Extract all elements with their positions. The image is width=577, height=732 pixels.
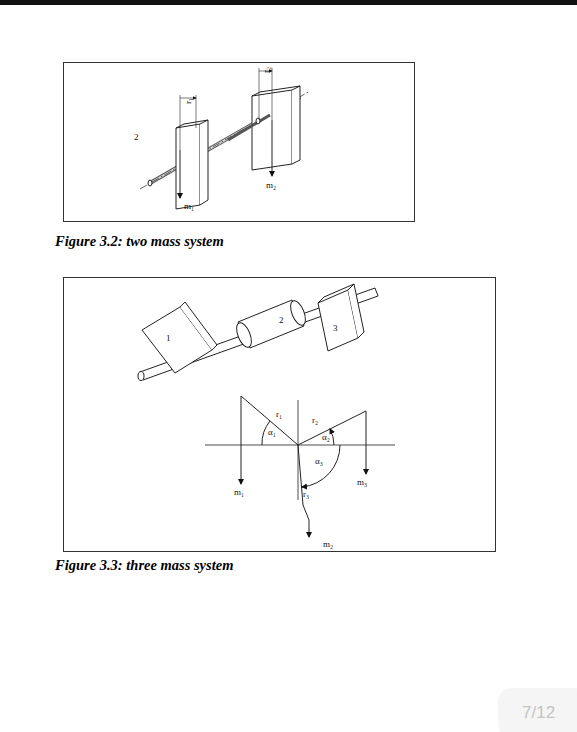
mass-label: m₂: [266, 181, 276, 190]
mass-label: m₂: [323, 540, 333, 549]
figure-frame: [64, 278, 496, 552]
angle-label: α₃: [315, 457, 323, 466]
angle-label: α₂: [322, 433, 330, 442]
figure-caption: Figure 3.3: three mass system: [55, 558, 233, 573]
page-badge: [498, 688, 577, 732]
top-bar: [0, 0, 577, 5]
page-number: 7/12: [522, 704, 555, 721]
radius-label: r₂: [312, 416, 318, 425]
callout-number: 3: [333, 324, 338, 333]
two-mass-system: [140, 68, 310, 209]
three-mass-system: [138, 284, 395, 537]
radius-label: r₁: [276, 410, 282, 419]
angle-label: α₁: [268, 428, 276, 437]
callout-number: 2: [134, 133, 139, 142]
callout-number: 2: [279, 316, 284, 325]
figure-caption: Figure 3.2: two mass system: [55, 234, 224, 249]
callout-number: 1: [166, 334, 171, 343]
mass-label: m₃: [357, 478, 367, 487]
mass-label: m₁: [234, 488, 244, 497]
figure-frame: [64, 63, 415, 222]
dimension-label: r₂: [262, 67, 271, 73]
radius-label: r₃: [303, 490, 309, 499]
dimension-label: r₁: [184, 98, 193, 104]
mass-label: m₁: [184, 202, 194, 211]
